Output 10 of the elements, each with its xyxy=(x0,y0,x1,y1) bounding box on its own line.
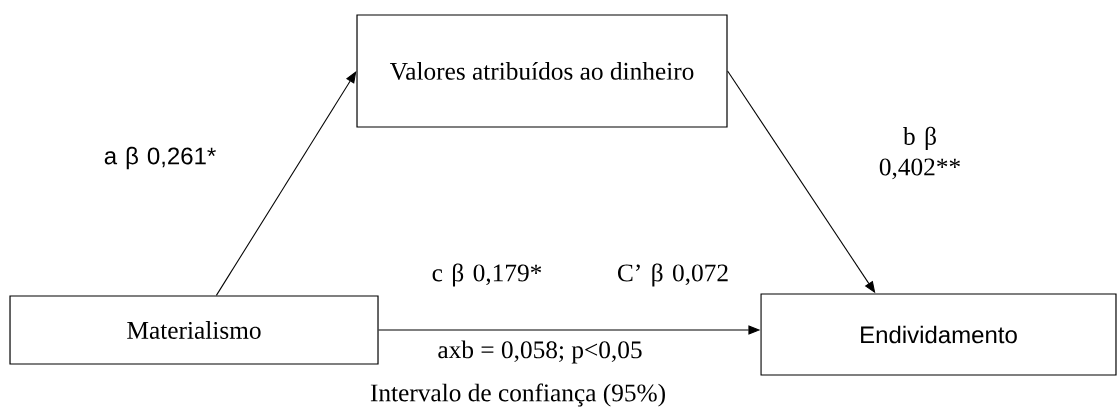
box: Endividamento xyxy=(760,293,1117,376)
path-label: Intervalo de confiança (95%) xyxy=(370,383,665,407)
path-label: C’ β 0,072 xyxy=(618,263,728,287)
path-label: a β 0,261* xyxy=(104,146,216,170)
box: Materialismo xyxy=(9,295,379,365)
edge-label: axb = 0,058; p<0,05 xyxy=(438,340,642,364)
box: Valores atribuídos ao dinheiro xyxy=(356,14,728,128)
arrow xyxy=(215,71,357,296)
path-label: b β 0,402** xyxy=(879,126,960,180)
path-label: c β 0,179* xyxy=(432,263,542,287)
